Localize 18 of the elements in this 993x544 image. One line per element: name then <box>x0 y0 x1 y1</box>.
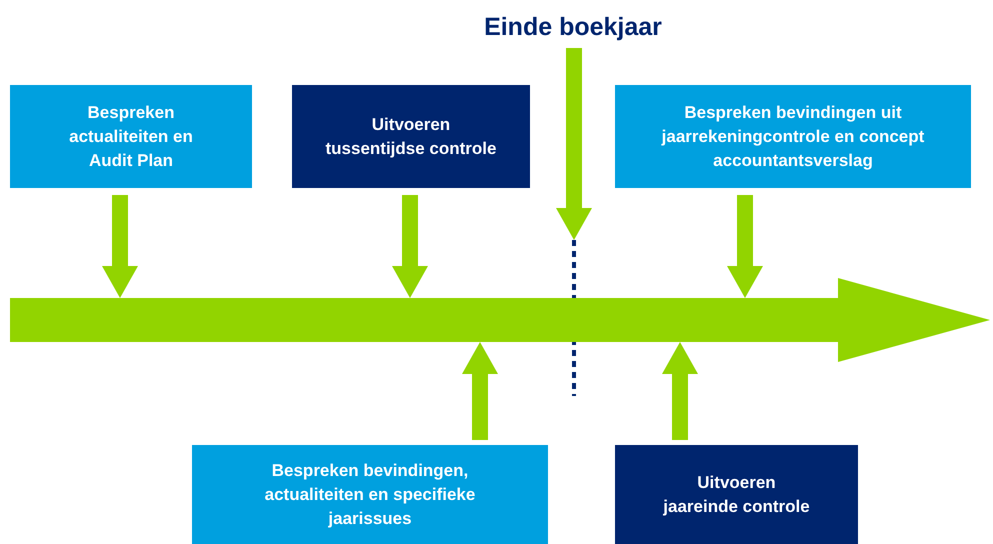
arrow <box>102 195 138 298</box>
activity-box <box>192 445 548 544</box>
activity-label: Uitvoeren tussentijdse controle <box>324 114 498 160</box>
timeline-arrow <box>10 278 990 362</box>
arrow <box>392 195 428 298</box>
arrow <box>727 195 763 298</box>
activity-box <box>615 85 971 188</box>
milestone-label: Einde boekjaar <box>460 8 686 46</box>
activity-box <box>292 85 530 188</box>
activity-box <box>615 445 858 544</box>
activity-label: Bespreken bevindingen, actualiteiten en specifieke jaarissues <box>264 460 476 530</box>
activity-label: Bespreken actualiteiten en Audit Plan <box>68 102 194 172</box>
arrow <box>462 342 498 440</box>
arrow <box>556 48 592 240</box>
activity-label: Uitvoeren jaareinde controle <box>662 472 811 518</box>
activity-label: Bespreken bevindingen uit jaarrekeningcontrole en concept accountantsverslag <box>660 102 926 172</box>
activity-box <box>10 85 252 188</box>
arrow <box>662 342 698 440</box>
